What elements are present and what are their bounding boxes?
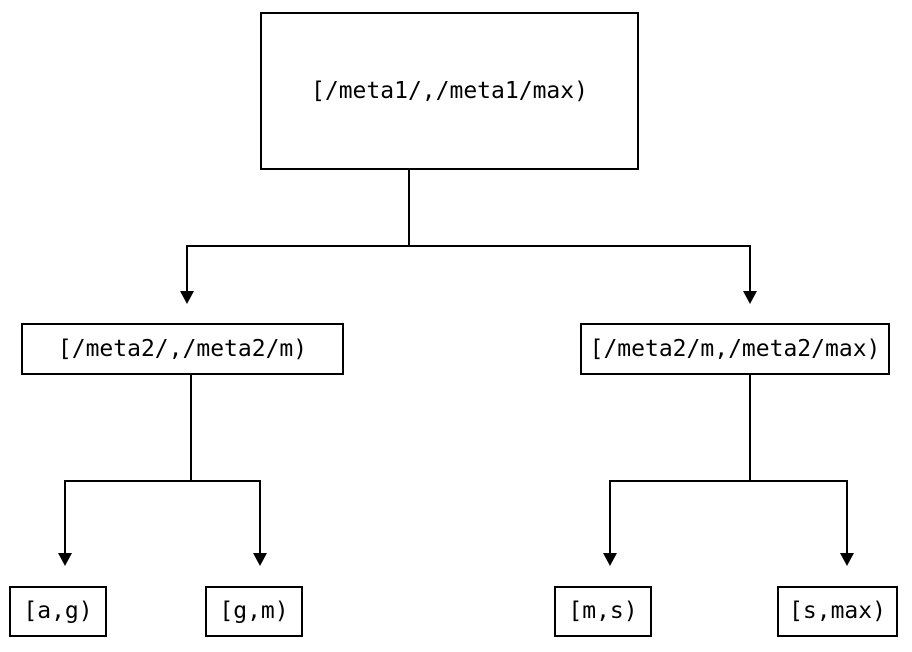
edge-mid-right-stem: [749, 375, 751, 481]
tree-node-root-label: [/meta1/,/meta1/max): [311, 77, 588, 104]
tree-node-root[interactable]: [/meta1/,/meta1/max): [260, 12, 639, 170]
edge-mid-right-to-leaf-ms: [609, 480, 611, 555]
tree-leaf-m-s-label: [m,s): [568, 598, 638, 624]
edge-mid-left-to-leaf-gm: [259, 480, 261, 555]
tree-leaf-g-m[interactable]: [g,m): [205, 586, 303, 637]
tree-leaf-s-max[interactable]: [s,max): [777, 586, 898, 637]
arrowhead-mid-right-icon: [743, 291, 757, 304]
arrowhead-leaf-gm-icon: [253, 553, 267, 566]
arrowhead-leaf-smax-icon: [840, 553, 854, 566]
edge-root-to-mid-right: [749, 245, 751, 293]
edge-mid-left-stem: [190, 375, 192, 481]
tree-node-meta2-upper-label: [/meta2/m,/meta2/max): [589, 335, 881, 362]
tree-node-meta2-upper[interactable]: [/meta2/m,/meta2/max): [580, 323, 890, 375]
edge-root-to-mid-left: [186, 245, 188, 293]
arrowhead-leaf-ag-icon: [58, 553, 72, 566]
tree-node-meta2-lower[interactable]: [/meta2/,/meta2/m): [21, 323, 344, 375]
tree-leaf-g-m-label: [g,m): [219, 598, 289, 624]
edge-mid-left-bus: [64, 480, 261, 482]
edge-root-stem: [408, 170, 410, 246]
arrowhead-mid-left-icon: [180, 291, 194, 304]
edge-mid-right-to-leaf-smax: [846, 480, 848, 555]
tree-leaf-a-g[interactable]: [a,g): [9, 586, 107, 637]
edge-mid-left-to-leaf-ag: [64, 480, 66, 555]
edge-root-bus: [186, 245, 751, 247]
tree-leaf-a-g-label: [a,g): [23, 598, 93, 624]
tree-leaf-s-max-label: [s,max): [789, 598, 886, 624]
edge-mid-right-bus: [609, 480, 848, 482]
arrowhead-leaf-ms-icon: [603, 553, 617, 566]
tree-leaf-m-s[interactable]: [m,s): [554, 586, 652, 637]
tree-node-meta2-lower-label: [/meta2/,/meta2/m): [57, 335, 308, 362]
